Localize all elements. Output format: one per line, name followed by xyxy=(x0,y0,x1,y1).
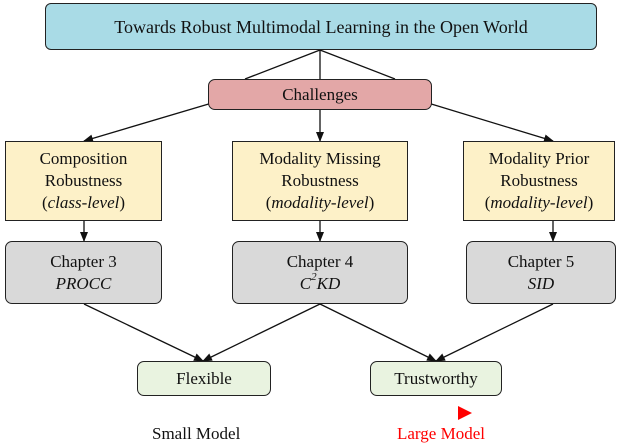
title-text: Towards Robust Multimodal Learning in th… xyxy=(114,16,528,37)
modality-missing-robustness-box: Modality Missing Robustness (modality-le… xyxy=(232,141,408,221)
model-scale-arrowhead xyxy=(458,406,472,420)
composition-robustness-box: Composition Robustness (class-level) xyxy=(5,141,162,221)
arrow-chapter3-flexible xyxy=(83,303,204,362)
method-rest: KD xyxy=(316,273,341,293)
robustness-level: (modality-level) xyxy=(265,193,375,212)
trustworthy-box: Trustworthy xyxy=(370,361,502,396)
robustness-level-text: class-level xyxy=(47,193,120,212)
small-model-label: Small Model xyxy=(152,424,241,443)
robustness-line1: Modality Prior xyxy=(488,149,590,168)
chapter-label: Chapter 5 xyxy=(507,251,575,271)
robustness-line2: Robustness xyxy=(44,171,123,190)
flexible-label: Flexible xyxy=(176,368,232,388)
chapter-label: Chapter 4 xyxy=(286,251,354,271)
arrow-challenges-prior xyxy=(427,102,554,143)
robustness-level-text: modality-level xyxy=(490,193,588,212)
modality-prior-robustness-box: Modality Prior Robustness (modality-leve… xyxy=(463,141,615,221)
arrow-chapter4-flexible xyxy=(202,303,321,362)
challenges-box: Challenges xyxy=(208,79,432,110)
robustness-line2: Robustness xyxy=(281,171,359,190)
method-name: PROCC xyxy=(55,273,112,293)
robustness-line1: Composition xyxy=(39,149,128,168)
method-name: SID xyxy=(527,273,555,293)
method-base: C xyxy=(299,273,312,293)
arrow-chapter5-trustworthy xyxy=(435,303,554,362)
robustness-level: (modality-level) xyxy=(484,193,594,212)
flexible-box: Flexible xyxy=(137,361,271,396)
trustworthy-label: Trustworthy xyxy=(394,368,478,388)
robustness-level-text: modality-level xyxy=(271,193,369,212)
method-name: C2KD xyxy=(299,270,341,295)
robustness-level: (class-level) xyxy=(41,193,126,212)
connector-title-challenges-right xyxy=(319,49,396,80)
title-box: Towards Robust Multimodal Learning in th… xyxy=(45,3,597,50)
method-superscript: 2 xyxy=(311,270,317,283)
challenges-label: Challenges xyxy=(282,84,358,104)
robustness-line1: Modality Missing xyxy=(259,149,381,168)
connector-title-challenges-left xyxy=(244,49,321,80)
chapter-label: Chapter 3 xyxy=(50,251,117,271)
arrow-chapter4-trustworthy xyxy=(319,303,437,362)
chapter-4-box: Chapter 4 C2KD xyxy=(232,241,408,304)
robustness-line2: Robustness xyxy=(500,171,578,190)
arrow-challenges-composition xyxy=(83,102,213,143)
chapter-3-box: Chapter 3 PROCC xyxy=(5,241,162,304)
chapter-5-box: Chapter 5 SID xyxy=(466,241,616,304)
large-model-label: Large Model xyxy=(397,424,485,443)
